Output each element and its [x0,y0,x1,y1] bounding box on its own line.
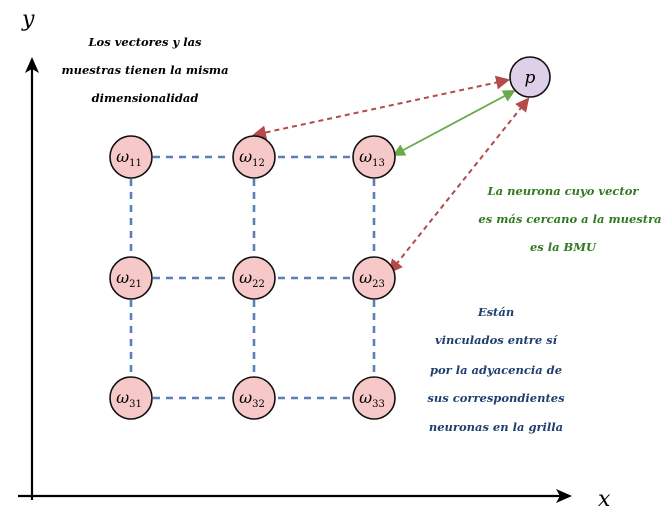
y-axis-arrowhead [25,57,39,73]
neuron-node: ω31 [109,376,153,420]
neuron-label: ω12 [239,147,265,169]
neuron-label: ω21 [116,268,142,290]
dashed-arrow-p-w23 [388,97,530,274]
neuron-node: ω11 [109,135,153,179]
neuron-subscript: 32 [252,399,265,410]
note-bmu-line-1: La neurona cuyo vector [487,184,640,198]
bmu-arrow-p-w13 [392,90,516,156]
neuron-circle [352,135,396,179]
neuron-circle [109,135,153,179]
y-axis-label: y [21,7,35,32]
note-bmu-line-3: es la BMU [530,240,597,254]
neuron-subscript: 13 [372,158,385,169]
neuron-node: ω33 [352,376,396,420]
sample-node: p [509,56,551,98]
neuron-node: ω12 [232,135,276,179]
neuron-circle [232,376,276,420]
neuron-symbol: ω [239,388,252,407]
neuron-circle [232,135,276,179]
neuron-label: ω11 [116,147,142,169]
neuron-symbol: ω [239,268,252,287]
note-adjacency: Están vinculados entre sí por la adyacen… [427,305,565,434]
neuron-symbol: ω [116,388,129,407]
neuron-node: ω23 [352,256,396,300]
neuron-circle [352,376,396,420]
neuron-subscript: 23 [372,279,385,290]
neuron-node: ω22 [232,256,276,300]
neuron-symbol: ω [359,268,372,287]
note-bmu: La neurona cuyo vector es más cercano a … [478,184,661,254]
neuron-label: ω23 [359,268,385,290]
neuron-symbol: ω [359,147,372,166]
connections [251,75,530,274]
note-top-left-line-2: muestras tienen la misma [61,63,228,77]
neuron-label: ω32 [239,388,265,410]
neuron-label: ω33 [359,388,385,410]
neuron-circle [109,376,153,420]
note-adjacency-line-5: neuronas en la grilla [429,420,563,434]
dashed-arrow-p-w12 [251,75,511,140]
axes: y x [18,7,611,512]
neuron-node: ω32 [232,376,276,420]
neuron-symbol: ω [239,147,252,166]
neuron-label: ω31 [116,388,142,410]
neuron-subscript: 12 [252,158,265,169]
note-top-left-line-3: dimensionalidad [92,91,199,105]
neuron-circle [109,256,153,300]
neuron-symbol: ω [359,388,372,407]
note-adjacency-line-3: por la adyacencia de [430,363,562,377]
neuron-node: ω13 [352,135,396,179]
note-top-left-line-1: Los vectores y las [87,35,202,49]
x-axis-arrowhead [556,489,572,503]
note-adjacency-line-1: Están [477,305,514,319]
neuron-circle [232,256,276,300]
neuron-symbol: ω [116,268,129,287]
x-axis-label: x [598,487,611,512]
neuron-symbol: ω [116,147,129,166]
sample-circle [509,56,551,98]
note-bmu-line-2: es más cercano a la muestra [478,212,661,226]
neuron-node: ω21 [109,256,153,300]
neuron-subscript: 21 [129,279,142,290]
neuron-subscript: 22 [252,279,265,290]
neuron-circle [352,256,396,300]
neuron-label: ω22 [239,268,265,290]
note-adjacency-line-2: vinculados entre sí [435,333,559,347]
note-adjacency-line-4: sus correspondientes [427,391,565,405]
neuron-label: ω13 [359,147,385,169]
neuron-subscript: 33 [372,399,385,410]
neuron-subscript: 31 [129,399,142,410]
sample-label: p [525,68,536,88]
note-top-left: Los vectores y las muestras tienen la mi… [61,35,228,105]
neuron-subscript: 11 [129,158,142,169]
